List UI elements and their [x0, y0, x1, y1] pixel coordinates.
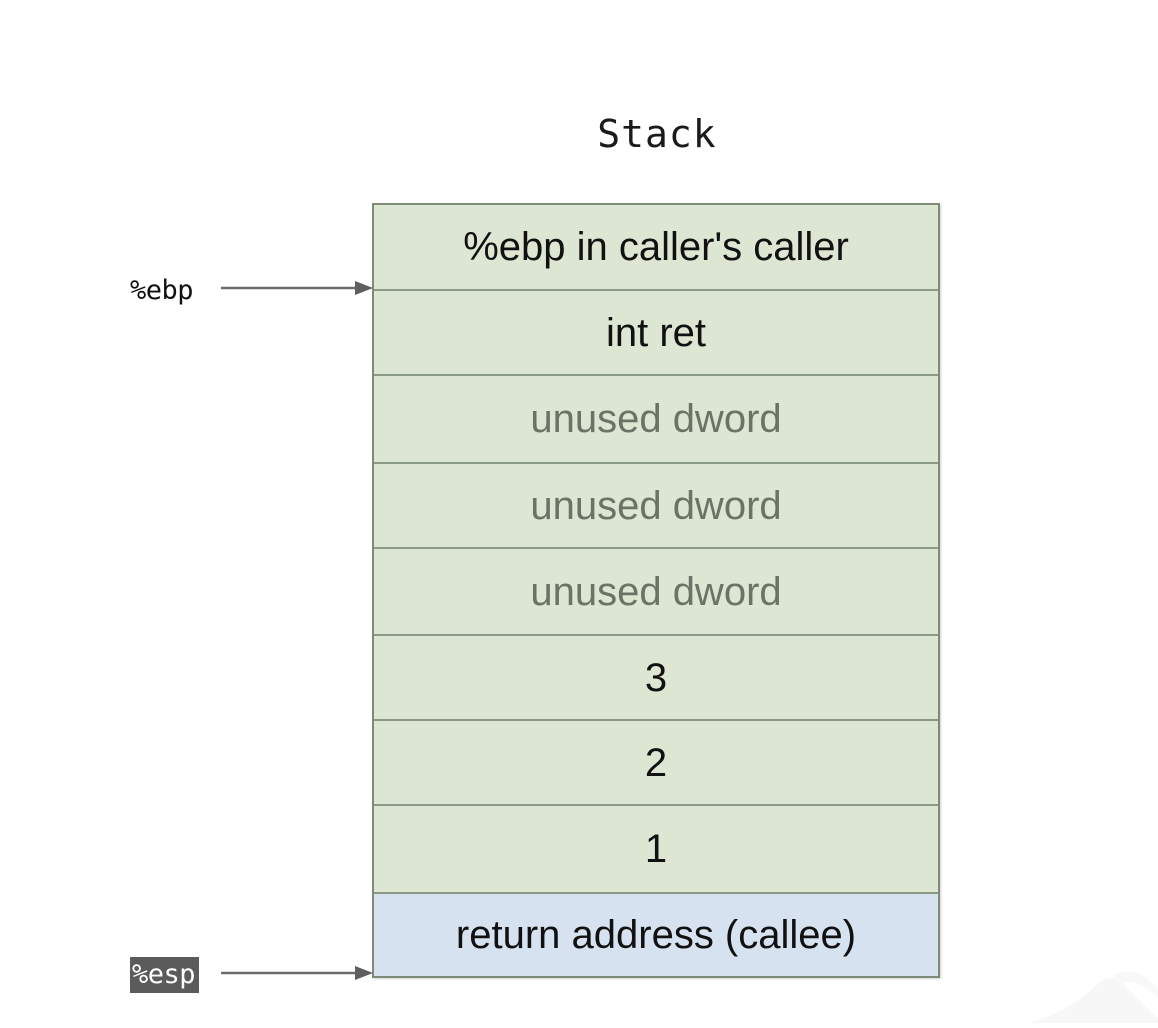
pointer-label-ebp: %ebp	[130, 274, 194, 306]
stack-row: 3	[374, 636, 938, 721]
stack-row: %ebp in caller's caller	[374, 205, 938, 291]
stack-row: int ret	[374, 291, 938, 376]
stack-cell-label: int ret	[605, 310, 707, 355]
stack-row: 2	[374, 721, 938, 806]
pointer-annotation-esp: %esp	[130, 955, 374, 995]
stack-cell-label: unused dword	[530, 569, 782, 614]
stack-cell-label: unused dword	[530, 483, 782, 528]
stack-row: 1	[374, 806, 938, 894]
stack-row: unused dword	[374, 376, 938, 464]
arrow-right-icon	[221, 963, 374, 988]
pointer-label-esp: %esp	[130, 957, 200, 993]
stack-row: unused dword	[374, 549, 938, 636]
stack-cell-label: 2	[644, 740, 668, 785]
page-title: Stack	[0, 112, 1158, 156]
stack-cell-label: 1	[644, 827, 668, 871]
stack-row: unused dword	[374, 464, 938, 549]
page-title-text: Stack	[597, 112, 717, 156]
stack-cell-label: unused dword	[530, 397, 782, 441]
pointer-annotation-ebp: %ebp	[130, 270, 374, 310]
corner-watermark	[1018, 923, 1158, 1023]
stack-row-return-address: return address (callee)	[374, 894, 938, 976]
stack-diagram: %ebp in caller's caller int ret unused d…	[372, 203, 940, 978]
arrow-right-icon	[221, 278, 374, 303]
stack-cell-label: %ebp in caller's caller	[463, 225, 849, 269]
stack-cell-label: return address (callee)	[455, 913, 857, 957]
stack-cell-label: 3	[644, 655, 668, 700]
